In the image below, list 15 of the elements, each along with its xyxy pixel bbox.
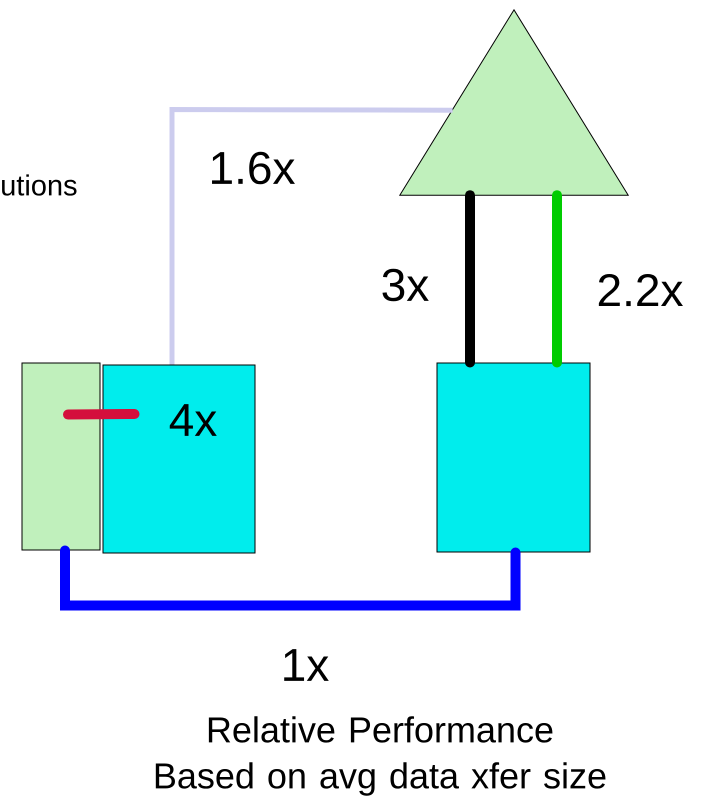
text-label: utions: [2, 174, 77, 196]
connector-line: [552, 190, 562, 368]
edge-label: 4x: [170, 404, 217, 436]
connector-line: [465, 190, 475, 368]
edge-label: 1x: [284, 649, 329, 681]
box: [436, 362, 590, 552]
connector-line: [60, 546, 520, 610]
connector-line: [63, 409, 140, 420]
edge-label: 3x: [382, 268, 429, 302]
connector-line: [170, 107, 453, 364]
caption: Relative Performance Based on avg data xfer size: [156, 716, 606, 796]
box: [22, 362, 100, 550]
edge-label: 1.6x: [212, 152, 295, 184]
edge-label: 2.2x: [598, 274, 683, 306]
box: [102, 364, 256, 554]
